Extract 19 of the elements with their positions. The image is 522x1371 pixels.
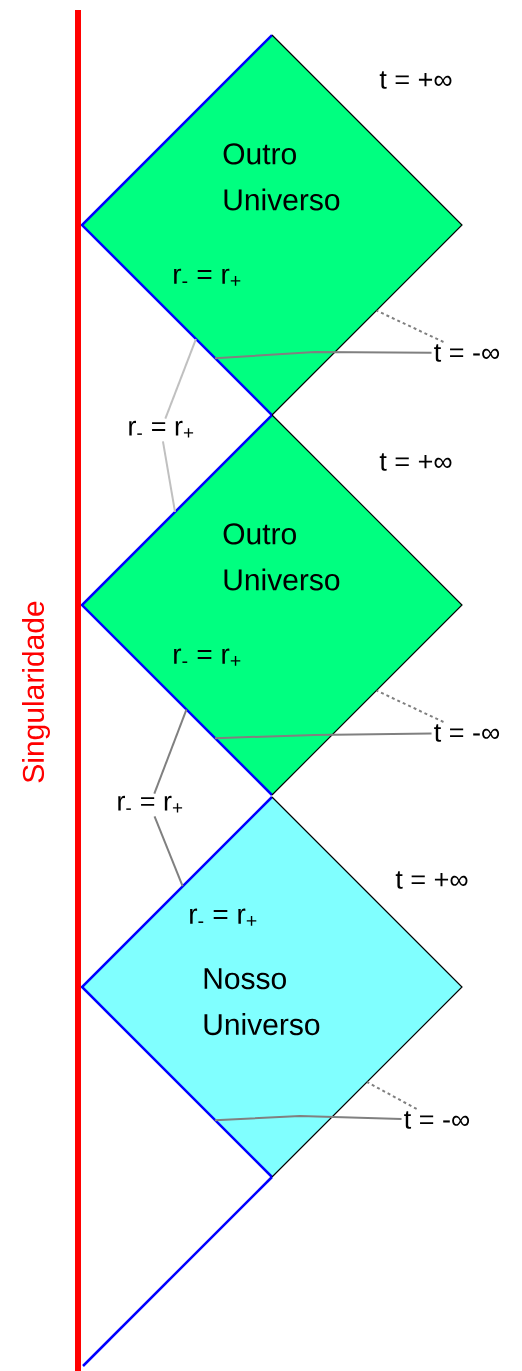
leader-line <box>366 1081 418 1110</box>
boundary-label: t = +∞ <box>395 871 468 889</box>
leader-line <box>153 815 184 888</box>
leader-line <box>161 440 176 513</box>
boundary-label: t = +∞ <box>379 71 452 89</box>
leader-line <box>153 708 188 795</box>
leader-line <box>375 309 445 343</box>
boundary-label: t = +∞ <box>379 453 452 471</box>
leader-line <box>375 689 445 723</box>
leader-line <box>213 1115 403 1122</box>
leader-line <box>164 338 197 420</box>
axis-label: Singularidade <box>22 601 50 783</box>
leader-line <box>213 351 433 360</box>
leader-line <box>213 732 433 740</box>
leader-text: t = -∞ <box>434 724 500 742</box>
leader-text: t = -∞ <box>404 1111 470 1129</box>
leader-text: t = -∞ <box>434 344 500 362</box>
leader-text: r$_{-}$ = r$_{+}$ <box>118 795 183 813</box>
leader-text: r$_{-}$ = r$_{+}$ <box>129 420 194 438</box>
